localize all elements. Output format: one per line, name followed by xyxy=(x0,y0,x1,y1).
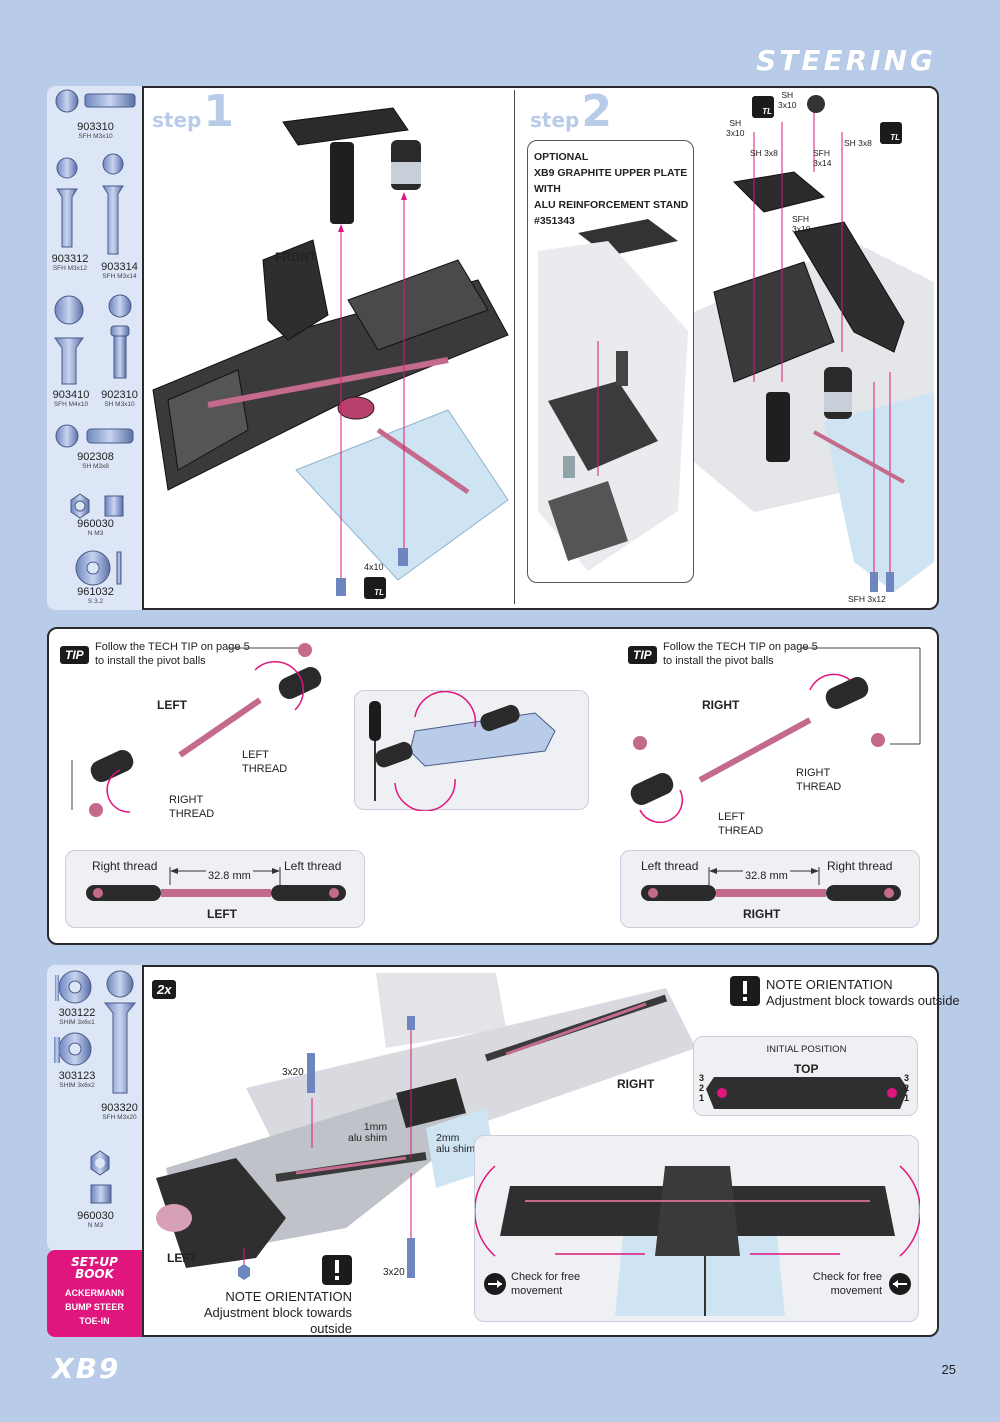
right-title: RIGHT xyxy=(702,698,740,712)
setup-book-title: SET-UP BOOK xyxy=(71,1255,118,1281)
part-903314: 903314 SFH M3x14 xyxy=(101,261,138,281)
part-903312: 903312 SFH M3x12 xyxy=(51,253,89,273)
shim2-label: 2mm alu shim xyxy=(436,1132,476,1155)
part-903410: 903410 SFH M4x10 xyxy=(52,389,90,409)
right-turnbuckle-assembly xyxy=(630,647,921,824)
bottom-left-label: LEFT xyxy=(167,1251,197,1265)
step-divider xyxy=(514,90,515,604)
left-thread-label-2: LEFT THREAD xyxy=(718,811,764,837)
step1-screw-label: 4x10 xyxy=(364,562,384,572)
warning-icon-bottom xyxy=(322,1255,352,1285)
adjustment-block-illustration xyxy=(706,1077,908,1109)
warning-icon xyxy=(730,976,760,1006)
left-thread-label-1: LEFT THREAD xyxy=(242,749,288,775)
step1-tl-icon: TL xyxy=(364,577,386,599)
tip-badge-left: TIP xyxy=(60,646,89,664)
brand-logo: XB9 xyxy=(52,1352,121,1385)
right-thread-label-2: RIGHT THREAD xyxy=(796,767,842,793)
left-bar-title: LEFT xyxy=(207,907,237,921)
step1-chassis-illustration xyxy=(152,107,509,596)
step1-front-label: FRONT xyxy=(275,250,317,264)
optional-text: OPTIONAL XB9 GRAPHITE UPPER PLATE WITH A… xyxy=(534,151,689,227)
right-bar-title: RIGHT xyxy=(743,907,781,921)
check-movement-box: Check for free movement Check for free m… xyxy=(474,1135,920,1322)
part-961032: 961032 S 3.2 xyxy=(77,586,114,606)
part-903310: 903310 SFH M3x10 xyxy=(77,121,114,141)
note-top: NOTE ORIENTATION Adjustment block toward… xyxy=(766,977,960,1008)
wrench-illustration-box xyxy=(354,690,589,812)
left-turnbuckle-assembly xyxy=(71,643,322,817)
label-sfh312: SFH 3x12 xyxy=(848,594,886,604)
optional-part-box: OPTIONAL XB9 GRAPHITE UPPER PLATE WITH A… xyxy=(527,140,694,583)
right-bar-measure: 32.8 mm xyxy=(743,869,790,883)
right-bar-right-label: Right thread xyxy=(827,859,893,873)
step2-tl-icon-a: TL xyxy=(752,96,774,118)
parts-icons-bottom xyxy=(54,970,137,1204)
part-303123: 303123 SHIM 3x6x2 xyxy=(58,1070,96,1090)
left-bar-right-label: Left thread xyxy=(284,859,342,873)
label-sh310-b: SH 3x10 xyxy=(778,90,797,110)
tip-text-right: Follow the TECH TIP on page 5 to install… xyxy=(663,641,818,667)
right-length-box: Left thread Right thread 32.8 mm RIGHT xyxy=(620,850,920,928)
holes-right: 3 2 1 xyxy=(904,1073,910,1103)
note-bottom: NOTE ORIENTATION Adjustment block toward… xyxy=(203,1289,352,1336)
part-960030: 960030 N M3 xyxy=(77,518,114,538)
step2-chassis-illustration xyxy=(694,95,934,592)
screw-top-label: 3x20 xyxy=(282,1067,304,1078)
check-left-text: Check for free movement xyxy=(511,1271,581,1297)
top-label: TOP xyxy=(794,1062,819,1076)
part-902308: 902308 SH M3x8 xyxy=(77,451,114,471)
section-title: STEERING xyxy=(756,44,936,77)
check-icon-left xyxy=(484,1273,506,1295)
tip-badge-right: TIP xyxy=(628,646,657,664)
step2-tl-icon-b: TL xyxy=(880,122,902,144)
page-number: 25 xyxy=(941,1362,956,1377)
part-902310: 902310 SH M3x10 xyxy=(101,389,138,409)
setup-book-box: SET-UP BOOK ACKERMANN BUMP STEER TOE-IN xyxy=(47,1250,142,1337)
check-right-text: Check for free movement xyxy=(812,1271,882,1297)
label-sfh310: SFH 3x10 xyxy=(792,214,811,234)
part-960030-bottom: 960030 N M3 xyxy=(77,1210,114,1230)
optional-plate-illustration xyxy=(538,219,688,571)
setup-book-items: ACKERMANN BUMP STEER TOE-IN xyxy=(65,1288,124,1326)
front-view-illustration xyxy=(475,1165,920,1316)
left-bar-left-label: Right thread xyxy=(92,859,158,873)
screw-bottom-label: 3x20 xyxy=(383,1267,405,1278)
shim1-label: 1mm alu shim xyxy=(348,1121,388,1144)
initial-position-label: INITIAL POSITION xyxy=(766,1044,847,1055)
left-bar-measure: 32.8 mm xyxy=(206,869,253,883)
right-thread-label-1: RIGHT THREAD xyxy=(169,794,215,820)
step2-heading: step 2 xyxy=(530,86,612,137)
front-assembly-illustration xyxy=(156,973,696,1280)
check-icon-right xyxy=(889,1273,911,1295)
label-sh38-a: SH 3x8 xyxy=(750,148,778,158)
step1-heading: step 1 xyxy=(152,86,234,137)
bottom-right-label: RIGHT xyxy=(617,1077,655,1091)
tip-text-left: Follow the TECH TIP on page 5 to install… xyxy=(95,641,250,667)
part-303122: 303122 SHIM 3x6x1 xyxy=(58,1007,96,1027)
parts-icons-steps xyxy=(54,89,136,586)
left-length-box: Right thread Left thread 32.8 mm LEFT xyxy=(65,850,365,928)
part-903320: 903320 SFH M3x20 xyxy=(101,1102,138,1122)
label-sh310-a: SH 3x10 xyxy=(726,118,745,138)
label-sfh314: SFH 3x14 xyxy=(813,148,832,168)
holes-left: 3 2 1 xyxy=(699,1073,705,1103)
initial-position-box: INITIAL POSITION TOP 3 2 1 3 2 1 xyxy=(693,1036,918,1116)
right-bar-left-label: Left thread xyxy=(641,859,699,873)
left-title: LEFT xyxy=(157,698,187,712)
multiplier-badge: 2x xyxy=(152,980,177,999)
label-sh38-b: SH 3x8 xyxy=(844,138,872,148)
